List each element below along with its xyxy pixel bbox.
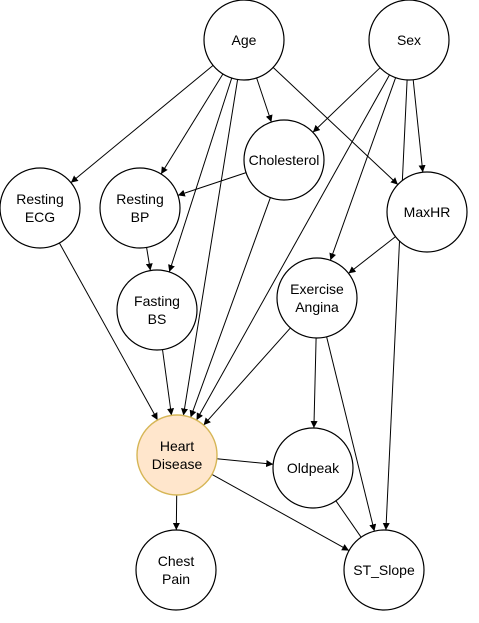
- node-resting-bp-circle: [99, 167, 181, 249]
- node-age: Age: [203, 0, 285, 81]
- node-resting-ecg-label-line-1: Resting: [16, 191, 63, 207]
- node-age-label-line-1: Age: [232, 32, 257, 48]
- node-chest-pain-label-line-1: Chest: [158, 553, 195, 569]
- edge-heart-disease-to-st-slope: [211, 473, 350, 552]
- node-resting-bp-label-line-2: BP: [131, 209, 150, 225]
- edge-oldpeak-to-st-slope: [335, 500, 362, 538]
- node-maxhr-label-line-1: MaxHR: [404, 204, 451, 220]
- node-chest-pain-label-line-2: Pain: [162, 571, 190, 587]
- node-resting-ecg-label-line-2: ECG: [25, 209, 55, 225]
- node-fasting-bs-label-line-1: Fasting: [134, 293, 180, 309]
- node-resting-ecg-circle: [0, 167, 81, 249]
- edge-resting-bp-to-fasting-bs: [145, 247, 153, 271]
- node-cholesterol-label-line-1: Cholesterol: [249, 152, 320, 168]
- edge-exercise-angina-to-heart-disease: [203, 327, 291, 426]
- edge-cholesterol-to-resting-bp: [177, 172, 247, 197]
- node-resting-bp-label-line-1: Resting: [116, 191, 163, 207]
- node-heart-disease-label-line-2: Disease: [152, 456, 203, 472]
- node-cholesterol-circle: [243, 119, 325, 201]
- node-heart-disease-label-line-1: Heart: [160, 438, 194, 454]
- node-maxhr: MaxHR: [386, 171, 468, 253]
- node-oldpeak: Oldpeak: [272, 427, 354, 509]
- edge-age-to-resting-bp: [160, 73, 224, 175]
- edge-age-to-cholesterol: [256, 77, 273, 123]
- node-sex: Sex: [368, 0, 450, 81]
- edge-sex-to-heart-disease: [196, 74, 390, 421]
- node-fasting-bs-circle: [116, 269, 198, 351]
- edge-exercise-angina-to-st-slope: [326, 336, 377, 532]
- node-sex-label-line-1: Sex: [397, 32, 421, 48]
- node-exercise-angina-circle: [276, 257, 358, 339]
- edge-sex-to-st-slope: [382, 79, 408, 531]
- node-maxhr-circle: [386, 171, 468, 253]
- edge-maxhr-to-exercise-angina: [348, 236, 396, 274]
- edge-exercise-angina-to-oldpeak: [310, 337, 318, 429]
- node-st-slope: ST_Slope: [343, 529, 425, 611]
- node-fasting-bs-label-line-2: BS: [148, 311, 167, 327]
- node-chest-pain-circle: [135, 529, 217, 611]
- node-exercise-angina-label-line-1: Exercise: [290, 281, 344, 297]
- edge-fasting-bs-to-heart-disease: [162, 349, 175, 416]
- node-oldpeak-circle: [272, 427, 354, 509]
- node-heart-disease-circle: [136, 414, 218, 496]
- edge-cholesterol-to-heart-disease: [189, 197, 271, 418]
- edge-age-to-maxhr: [272, 67, 399, 185]
- node-exercise-angina-label-line-2: Angina: [295, 299, 339, 315]
- node-sex-circle: [368, 0, 450, 81]
- node-st-slope-label-line-1: ST_Slope: [353, 562, 415, 578]
- edges-layer: [58, 65, 426, 552]
- edge-age-to-heart-disease: [181, 79, 239, 416]
- edge-resting-ecg-to-heart-disease: [58, 242, 159, 421]
- edge-sex-to-maxhr: [412, 79, 426, 173]
- node-cholesterol: Cholesterol: [243, 119, 325, 201]
- edge-age-to-resting-ecg: [70, 65, 214, 183]
- edge-age-to-fasting-bs: [168, 77, 233, 273]
- edge-heart-disease-to-oldpeak: [216, 458, 274, 468]
- node-st-slope-circle: [343, 529, 425, 611]
- node-oldpeak-label-line-1: Oldpeak: [287, 460, 340, 476]
- edge-sex-to-exercise-angina: [329, 77, 397, 261]
- node-age-circle: [203, 0, 285, 81]
- edge-sex-to-cholesterol: [312, 67, 381, 133]
